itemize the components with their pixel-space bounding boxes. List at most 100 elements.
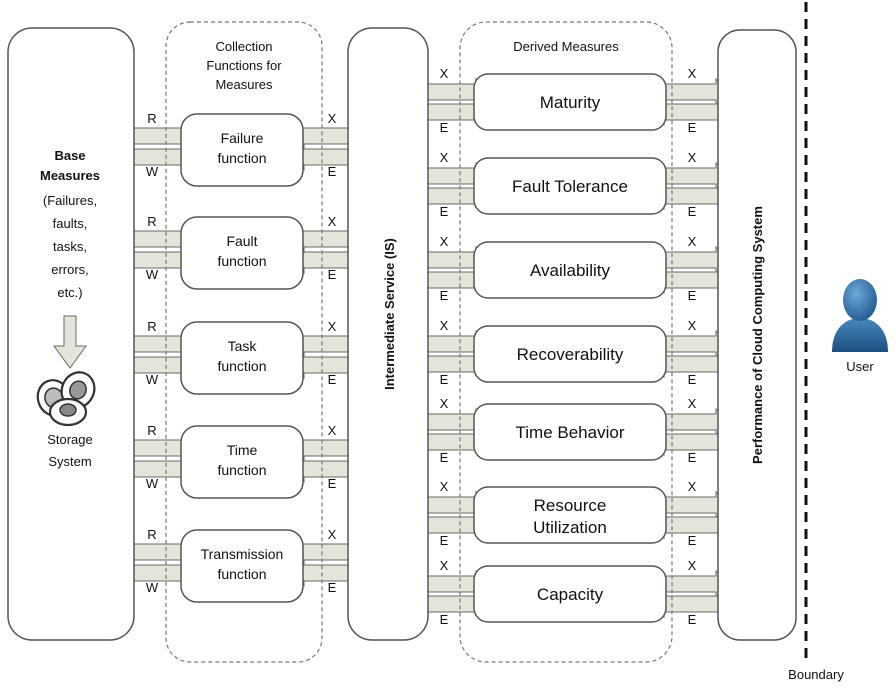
intermediate-service-label: Intermediate Service (IS) bbox=[382, 238, 397, 390]
execute-letter: X bbox=[688, 396, 697, 411]
error-letter: E bbox=[328, 164, 337, 179]
error-letter: E bbox=[328, 580, 337, 595]
error-letter: E bbox=[440, 450, 449, 465]
error-letter: E bbox=[688, 204, 697, 219]
derived-measure-box bbox=[473, 565, 667, 623]
collection-function-label: function bbox=[217, 358, 266, 374]
write-letter: W bbox=[146, 267, 159, 282]
collection-heading-line: Measures bbox=[215, 77, 273, 92]
base-detail-line: (Failures, bbox=[43, 193, 97, 208]
boundary-label: Boundary bbox=[788, 667, 844, 682]
collection-function-label: function bbox=[217, 150, 266, 166]
execute-letter: X bbox=[328, 111, 337, 126]
collection-function-label: Failure bbox=[221, 130, 264, 146]
performance-box bbox=[717, 29, 797, 641]
collection-function-label: function bbox=[217, 462, 266, 478]
read-letter: R bbox=[147, 423, 156, 438]
execute-letter: X bbox=[328, 527, 337, 542]
collection-function-box bbox=[180, 425, 304, 499]
user-label: User bbox=[846, 359, 874, 374]
collection-function-boxes: FailurefunctionFaultfunctionTaskfunction… bbox=[180, 113, 304, 603]
error-letter: E bbox=[440, 372, 449, 387]
collection-function-box bbox=[180, 216, 304, 290]
execute-letter: X bbox=[688, 318, 697, 333]
execute-letter: X bbox=[440, 234, 449, 249]
intermediate-service-box bbox=[347, 27, 429, 641]
collection-heading-line: Functions for bbox=[206, 58, 282, 73]
error-letter: E bbox=[440, 204, 449, 219]
read-letter: R bbox=[147, 319, 156, 334]
derived-measure-box bbox=[473, 325, 667, 383]
base-detail-line: tasks, bbox=[53, 239, 87, 254]
execute-letter: X bbox=[440, 150, 449, 165]
error-letter: E bbox=[688, 450, 697, 465]
error-letter: E bbox=[688, 372, 697, 387]
execute-letter: X bbox=[440, 318, 449, 333]
execute-letter: X bbox=[688, 479, 697, 494]
execute-letter: X bbox=[688, 66, 697, 81]
error-letter: E bbox=[688, 533, 697, 548]
collection-function-box bbox=[180, 321, 304, 395]
base-detail-line: errors, bbox=[51, 262, 89, 277]
error-letter: E bbox=[440, 120, 449, 135]
error-letter: E bbox=[688, 120, 697, 135]
write-letter: W bbox=[146, 580, 159, 595]
derived-container bbox=[459, 21, 673, 663]
collection-heading-line: Collection bbox=[215, 39, 272, 54]
read-letter: R bbox=[147, 527, 156, 542]
collection-container bbox=[165, 21, 323, 663]
collection-function-label: function bbox=[217, 253, 266, 269]
derived-measure-label: Maturity bbox=[540, 93, 601, 112]
derived-measure-box bbox=[473, 73, 667, 131]
derived-measure-label: Time Behavior bbox=[516, 423, 625, 442]
collection-function-label: Transmission bbox=[201, 546, 284, 562]
execute-letter: X bbox=[688, 558, 697, 573]
collection-function-label: function bbox=[217, 566, 266, 582]
collection-function-label: Time bbox=[227, 442, 258, 458]
error-letter: E bbox=[688, 612, 697, 627]
write-letter: W bbox=[146, 372, 159, 387]
execute-letter: X bbox=[440, 558, 449, 573]
execute-letter: X bbox=[440, 479, 449, 494]
execute-letter: X bbox=[328, 423, 337, 438]
error-letter: E bbox=[688, 288, 697, 303]
derived-measure-box bbox=[473, 403, 667, 461]
error-letter: E bbox=[440, 288, 449, 303]
write-letter: W bbox=[146, 164, 159, 179]
error-letter: E bbox=[328, 267, 337, 282]
execute-letter: X bbox=[688, 234, 697, 249]
derived-heading: Derived Measures bbox=[513, 39, 619, 54]
write-letter: W bbox=[146, 476, 159, 491]
base-title-line2: Measures bbox=[40, 168, 100, 183]
performance-label: Performance of Cloud Computing System bbox=[750, 206, 765, 464]
derived-measure-label: Utilization bbox=[533, 518, 607, 537]
error-letter: E bbox=[440, 533, 449, 548]
error-letter: E bbox=[440, 612, 449, 627]
derived-measure-box bbox=[473, 157, 667, 215]
read-letter: R bbox=[147, 111, 156, 126]
execute-letter: X bbox=[440, 396, 449, 411]
execute-letter: X bbox=[328, 214, 337, 229]
collection-function-label: Fault bbox=[226, 233, 257, 249]
execute-letter: X bbox=[688, 150, 697, 165]
derived-measure-label: Fault Tolerance bbox=[512, 177, 628, 196]
user-icon bbox=[832, 279, 888, 352]
down-arrow-icon bbox=[53, 315, 87, 369]
derived-measure-label: Resource bbox=[534, 496, 607, 515]
storage-label-line1: Storage bbox=[47, 432, 93, 447]
derived-measure-label: Recoverability bbox=[517, 345, 624, 364]
derived-measure-label: Availability bbox=[530, 261, 611, 280]
read-letter: R bbox=[147, 214, 156, 229]
base-title-line1: Base bbox=[54, 148, 85, 163]
collection-function-label: Task bbox=[228, 338, 258, 354]
base-detail-line: etc.) bbox=[57, 285, 82, 300]
storage-label-line2: System bbox=[48, 454, 91, 469]
storage-disk-icon bbox=[36, 371, 96, 427]
error-letter: E bbox=[328, 372, 337, 387]
execute-letter: X bbox=[328, 319, 337, 334]
derived-measure-box bbox=[473, 241, 667, 299]
collection-function-box bbox=[180, 529, 304, 603]
base-detail-line: faults, bbox=[53, 216, 88, 231]
